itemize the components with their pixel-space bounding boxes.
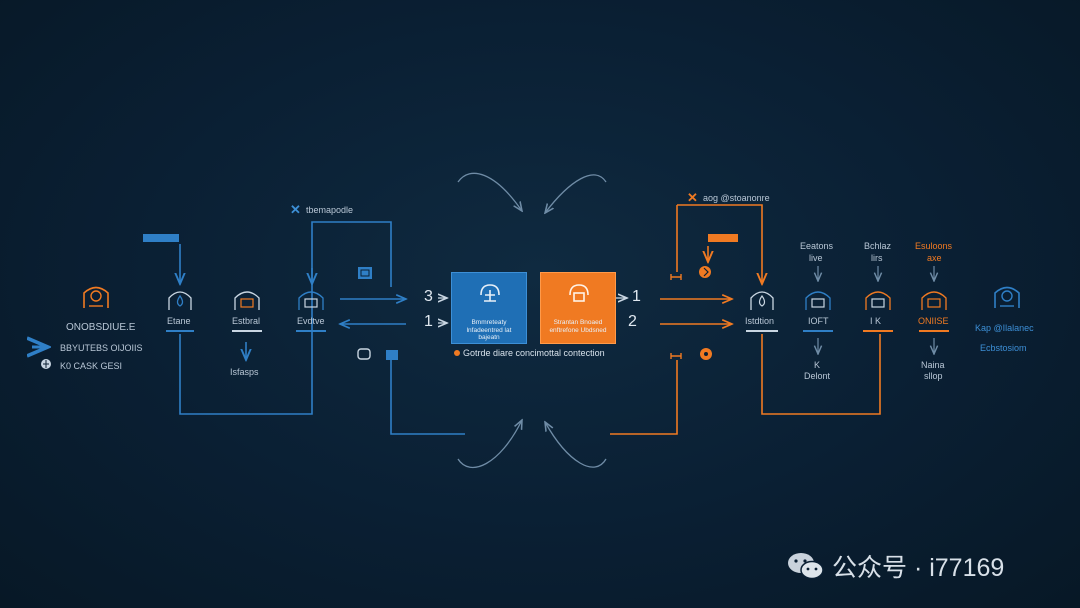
- left-number-bottom: 1: [424, 313, 433, 330]
- orange-connectors: [610, 204, 881, 435]
- column-3-label: ONIISE: [918, 316, 949, 326]
- column-1-icon: [805, 291, 831, 310]
- blue-node-1-label: Etane: [167, 316, 191, 326]
- blue-node-2-label: Estbral: [232, 316, 261, 326]
- column-arrows: [818, 266, 934, 354]
- left-number-top: 3: [424, 288, 433, 305]
- column-2-top-2: lirs: [871, 253, 883, 263]
- orange-group-header-icon: ✕: [687, 190, 698, 205]
- connector-icon-bottom: [670, 353, 682, 359]
- column-1-top-2: live: [809, 253, 823, 263]
- column-3-top-1: Esuloons: [915, 241, 953, 251]
- curve-top-left: [457, 172, 522, 211]
- column-3-bottom-1: Naina: [921, 360, 945, 370]
- column-2-top-1: Bchlaz: [864, 241, 892, 251]
- blue-node-3-label: Evdtve: [297, 316, 325, 326]
- station-icon: [750, 291, 774, 310]
- curved-arrows: [457, 172, 607, 469]
- folder-icon: [386, 350, 398, 360]
- pin-dot-icon: [454, 350, 460, 356]
- blue-group-header-icon: ✕: [290, 202, 301, 217]
- right-panel-subtitle: Ecbstosiom: [980, 343, 1027, 353]
- curve-bottom-left: [457, 420, 522, 469]
- column-1-underline: [803, 330, 833, 332]
- column-1-label: IOFT: [808, 316, 829, 326]
- briefcase-icon: [298, 291, 324, 310]
- blue-flow-arrows: [340, 299, 406, 324]
- camera-icon: [357, 348, 371, 360]
- blue-connectors: [180, 221, 465, 435]
- wechat-icon: [788, 553, 824, 580]
- watermark: 公众号 · i77169: [786, 548, 1004, 584]
- orange-tag: [708, 234, 738, 242]
- orange-group-header: aog @stoanonre: [703, 193, 770, 203]
- orange-box-text: Strantan Bnoaed enftrefone Ubdsned: [549, 319, 607, 334]
- column-2-icon: [865, 291, 891, 310]
- bolt-icon: [699, 266, 711, 278]
- pin-icon-right: [994, 286, 1020, 308]
- cloud-icon: [480, 284, 500, 302]
- drop-icon: [168, 291, 192, 310]
- cube-icon: [358, 267, 372, 279]
- right-number-bottom: 2: [628, 313, 637, 330]
- column-3-underline: [919, 330, 949, 332]
- column-3-icon: [921, 291, 947, 310]
- blue-node-2-underline: [232, 330, 262, 332]
- center-caption: Gotrde diare concimottal contection: [463, 348, 605, 358]
- curve-top-right: [545, 174, 607, 213]
- left-panel-title: ONOBSDIUE.E: [66, 322, 136, 333]
- orange-flow-arrows: [660, 299, 732, 324]
- column-1-bottom-2: Delont: [804, 371, 831, 381]
- column-2-label: I K: [870, 316, 882, 326]
- number-arrows: [438, 298, 627, 323]
- legend-item-1: BBYUTEBS OIJOIIS: [60, 343, 143, 353]
- right-panel-title: Kap @Ilalanec: [975, 323, 1034, 333]
- orange-box: Strantan Bnoaed enftrefone Ubdsned: [540, 272, 616, 344]
- blue-box-text: Bmmreteaty lnfadeentred lat bajeatn: [466, 319, 512, 341]
- pin-icon-left: [83, 286, 109, 308]
- column-1-bottom-1: K: [814, 360, 821, 370]
- arch-icon: [234, 291, 260, 310]
- globe-icon: [41, 359, 51, 369]
- column-3-bottom-2: sllop: [924, 371, 943, 381]
- gear-icon: [700, 348, 712, 360]
- orange-node-label: Istdtion: [745, 316, 775, 326]
- right-number-top: 1: [632, 288, 641, 305]
- curve-bottom-right: [545, 422, 607, 468]
- blue-box: Bmmreteaty lnfadeentred lat bajeatn: [451, 272, 527, 344]
- shop-icon: [569, 284, 589, 302]
- watermark-text: 公众号 · i77169: [832, 554, 1005, 582]
- blue-tag: [143, 234, 179, 242]
- blue-below-label: Isfasps: [230, 367, 259, 377]
- blue-node-3-underline: [296, 330, 326, 332]
- blue-group-header: tbemapodle: [306, 205, 354, 215]
- legend-item-2: K0 CASK GESI: [60, 361, 123, 371]
- column-2-underline: [863, 330, 893, 332]
- blue-node-1-underline: [166, 330, 194, 332]
- connector-icon-top: [670, 274, 682, 280]
- column-1-top-1: Eeatons: [800, 241, 834, 251]
- orange-node-underline: [746, 330, 778, 332]
- column-3-top-2: axe: [927, 253, 942, 263]
